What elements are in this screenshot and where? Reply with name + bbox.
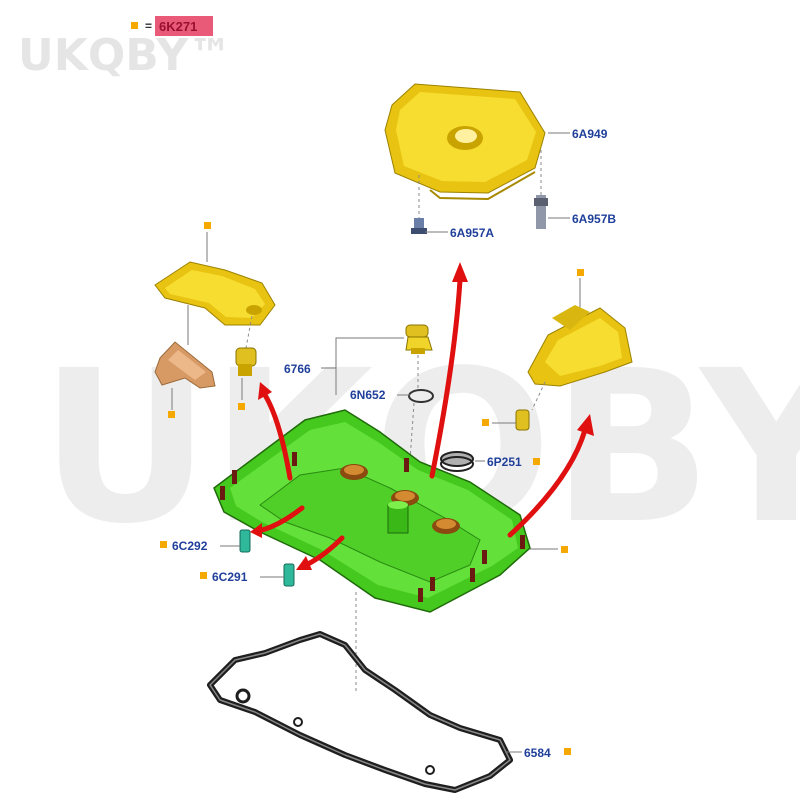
- left-plug: [235, 315, 257, 410]
- engine-cover: [384, 83, 546, 201]
- label-6P251: 6P251: [487, 455, 522, 469]
- square-marker-icon: [131, 22, 138, 29]
- square-marker-icon: [564, 748, 571, 755]
- red-arrow-icon: [250, 505, 305, 538]
- red-arrow-icon: [507, 414, 594, 538]
- legend-equals: =: [145, 19, 152, 33]
- sensor-2: [260, 563, 295, 587]
- square-marker-icon: [561, 546, 568, 553]
- red-arrow-icon: [296, 535, 345, 570]
- legend-part-number: 6K271: [159, 19, 197, 34]
- label-6C291: 6C291: [212, 570, 248, 584]
- label-6584: 6584: [524, 746, 551, 760]
- square-marker-icon: [204, 222, 211, 229]
- label-6A949: 6A949: [572, 127, 608, 141]
- watermark-small: UKQBY™: [18, 30, 232, 81]
- square-marker-icon: [482, 419, 489, 426]
- square-marker-icon: [238, 403, 245, 410]
- square-marker-icon: [168, 411, 175, 418]
- pcv-seal: [440, 451, 474, 472]
- label-6A957A: 6A957A: [450, 226, 494, 240]
- left-bracket: [154, 222, 276, 418]
- label-6N652: 6N652: [350, 388, 386, 402]
- red-arrow-icon: [258, 382, 293, 481]
- legend: = 6K271: [131, 16, 213, 36]
- valve-cover: [213, 409, 531, 613]
- square-marker-icon: [200, 572, 207, 579]
- legend-highlight: [155, 16, 213, 36]
- square-marker-icon: [577, 269, 584, 276]
- label-6A957B: 6A957B: [572, 212, 616, 226]
- cover-gasket: [207, 631, 513, 793]
- square-marker-icon: [160, 541, 167, 548]
- cover-stud-a: [411, 175, 427, 234]
- oil-cap: [405, 324, 433, 354]
- cap-seal: [408, 389, 434, 403]
- cover-stud-b: [534, 150, 548, 229]
- right-shield: [482, 269, 633, 431]
- square-marker-icon: [533, 458, 540, 465]
- red-arrow-icon: [429, 262, 468, 479]
- label-6C292: 6C292: [172, 539, 208, 553]
- label-6766: 6766: [284, 362, 311, 376]
- sensor-1: [220, 529, 251, 553]
